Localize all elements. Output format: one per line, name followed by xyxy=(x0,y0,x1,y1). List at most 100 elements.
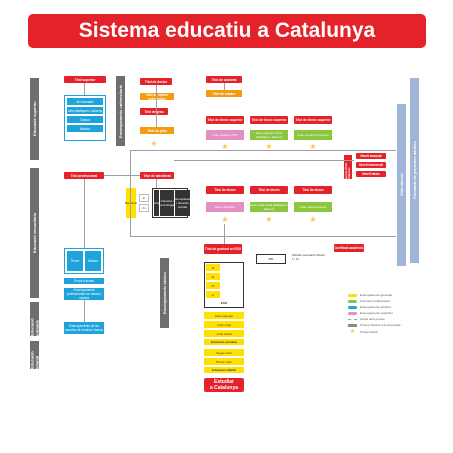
legend-label: Proves d'accés a la universitat xyxy=(360,323,401,327)
connector-line xyxy=(130,150,131,236)
fp-mig-2: Grau mitjà d'arts plàstiques i disseny xyxy=(250,202,288,212)
tecnic-1: Títol de tècnic xyxy=(206,186,244,194)
legend-item: Ensenyaments generals xyxy=(348,292,410,298)
professional-group: Tercer Música xyxy=(64,248,104,274)
connector-line xyxy=(174,160,354,161)
batxillerat-modalitats: Arts Ciències i tecnologia Humanitats i … xyxy=(152,188,191,218)
primaria-cicle-inicial: Cicle inicial xyxy=(204,330,244,337)
fp-superior-2: Grau superior d'arts plàstiques i dissen… xyxy=(250,130,288,140)
star-icon: ★ xyxy=(221,215,229,224)
star-icon: ★ xyxy=(150,139,158,148)
connector-line xyxy=(156,85,157,127)
eso-group xyxy=(204,262,244,308)
titol-batxillerat: Títol de batxillerat xyxy=(140,172,174,179)
certificat-avancat: Nivell avançat xyxy=(356,153,386,159)
legend-item: Ensenyaments esportius xyxy=(348,310,410,316)
titol-master-right: Títol de màster xyxy=(206,90,242,97)
star-icon: ★ xyxy=(265,215,273,224)
connector-line xyxy=(130,150,396,151)
connector-line xyxy=(104,175,140,176)
legend-item: Accés amb proves xyxy=(348,316,410,322)
stage-label-primaria: Educació primària xyxy=(30,302,40,336)
fp-superior-1: Grau superior d'FP xyxy=(206,130,244,140)
legend-label: Presa d'acció xyxy=(360,329,378,334)
legend-label: Accés amb proves xyxy=(360,317,385,321)
batx-1r: 1r xyxy=(139,194,149,202)
titol-grau-left: Títol de grau xyxy=(140,108,168,115)
connector-line xyxy=(224,224,225,244)
legend-item: Ensenyaments artístics xyxy=(348,304,410,310)
batxillerat-label: Batxillerat xyxy=(125,188,137,218)
stage-label-basic: Ensenyaments bàsics xyxy=(160,258,169,328)
legend-swatch xyxy=(348,299,357,303)
eso-4t: 4t xyxy=(206,264,220,271)
connector-line xyxy=(84,83,85,95)
fp-mig-1: Grau mitjà d'FP xyxy=(206,202,244,212)
legend-label: Ensenyaments artístics xyxy=(360,305,392,309)
certificat-academic: Certificat acadèmic xyxy=(334,244,364,252)
stage-label-infantil: Educació infantil xyxy=(30,341,40,369)
titol-doctor-left: Títol de doctor xyxy=(140,78,172,85)
legend-label: Ensenyaments generals xyxy=(360,293,393,297)
modalitat-arts: Arts xyxy=(154,190,160,216)
connector-line xyxy=(156,179,157,188)
infantil-primer-cicle: Primer cicle xyxy=(204,358,244,365)
ensenyaments-professionals: Ensenyaments professionals de dansa i mú… xyxy=(64,288,104,300)
star-icon: ★ xyxy=(221,142,229,151)
connector-line xyxy=(84,300,85,322)
infantil-label: Educació infantil xyxy=(204,367,244,373)
eso-3r: 3r xyxy=(206,273,220,280)
star-icon: ★ xyxy=(309,215,317,224)
legend-swatch xyxy=(348,323,357,327)
batx-2n: 2n xyxy=(139,204,149,212)
list-item: Tercer xyxy=(67,251,83,271)
stage-label-vida-laboral: Vida laboral xyxy=(397,104,406,266)
stage-label-formacio-adults: Formació de persones adultes xyxy=(410,78,419,263)
titol-doctorat-right: Títol de doctorat xyxy=(206,76,242,83)
legend-swatch xyxy=(348,293,357,297)
page-title: Sistema educatiu a Catalunya xyxy=(28,14,426,48)
legend-swatch xyxy=(348,311,357,315)
eso-2n: 2n xyxy=(206,282,220,289)
idiomes-label: Escola oficial d'idiomes xyxy=(344,155,352,179)
pfi-label: PFI xyxy=(256,254,286,264)
list-item: Arts plàstiques i disseny xyxy=(67,107,103,114)
titol-graduat-eso: Títol de graduat en ESO xyxy=(204,244,242,254)
titol-superior-header: Títol superior xyxy=(64,76,106,83)
stage-label-secundaria: Educació secundària xyxy=(30,168,39,298)
tecnic-3: Títol de tècnic xyxy=(294,186,332,194)
legend: Ensenyaments generals Formació professio… xyxy=(348,292,410,342)
superior-left-group: Art dramàtic Arts plàstiques i disseny D… xyxy=(64,95,106,141)
cta-line-2: a Catalunya xyxy=(209,385,239,391)
estudiar-catalunya-button[interactable]: Estudiar a Catalunya xyxy=(204,378,244,392)
eso-label: ESO xyxy=(220,301,228,305)
stage-label-superior: Educació superior xyxy=(30,78,39,160)
tecnic-2: Títol de tècnic xyxy=(250,186,288,194)
tecnic-superior-3: Títol de tècnic superior xyxy=(294,116,332,124)
prova-acces-prof: Prova d'accés xyxy=(64,278,104,284)
legend-label: Formació professional xyxy=(360,299,390,303)
legend-item: Formació professional xyxy=(348,298,410,304)
certificat-intermedi: Nivell intermedi xyxy=(356,162,386,168)
connector-line xyxy=(224,83,225,90)
modalitat-ciencies: Ciències i tecnologia xyxy=(160,190,174,216)
cta-line-1: Estudiar xyxy=(213,379,234,385)
grau-left-study: Títol de grau xyxy=(140,127,174,134)
eso-1r: 1r xyxy=(206,291,220,298)
legend-label: Ensenyaments esportius xyxy=(360,311,393,315)
pfi-note: Mòduls voluntaris (Nivell 1 i 2) xyxy=(292,253,325,261)
list-item: Dansa xyxy=(67,116,103,123)
fp-superior-3: Grau superior d'esports xyxy=(294,130,332,140)
primaria-label: Educació primària xyxy=(204,339,244,345)
legend-item: Proves d'accés a la universitat xyxy=(348,322,410,328)
list-item: Música xyxy=(85,251,101,271)
primaria-cicle-superior: Cicle superior xyxy=(204,312,244,319)
list-item: Art dramàtic xyxy=(67,98,103,105)
legend-item: ★ Presa d'acció xyxy=(348,328,410,335)
connector-line xyxy=(130,236,396,237)
star-icon: ★ xyxy=(349,328,356,335)
titol-professional: Títol professional xyxy=(64,172,104,179)
tecnic-superior-2: Títol de tècnic superior xyxy=(250,116,288,124)
tecnic-superior-1: Títol de tècnic superior xyxy=(206,116,244,124)
fp-mig-3: Grau mitjà d'esports xyxy=(294,202,332,212)
